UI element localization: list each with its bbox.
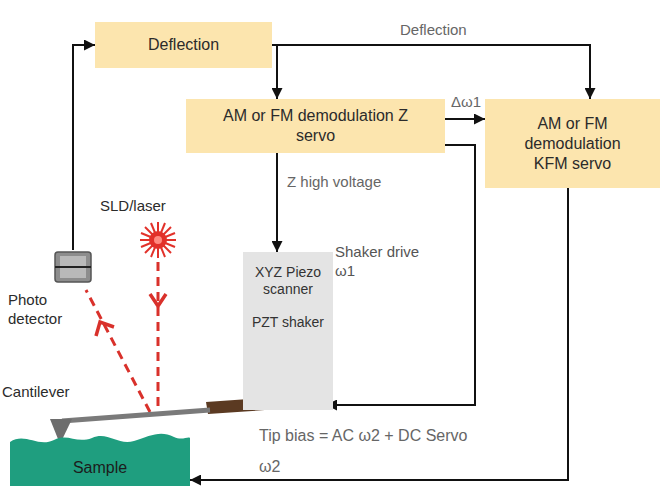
signal-label: Z high voltage [285,172,383,191]
laser-beam [86,262,166,412]
signal-label: Δω1 [449,92,483,111]
signal-arrow [272,45,590,99]
node-text: Deflection [148,35,219,55]
node-text: XYZ Piezo scanner [246,264,330,298]
node-text: Sample [73,458,127,478]
signal-arrow [445,118,485,120]
cantilever-beam [62,410,210,421]
component-label: Photo detector [8,290,78,328]
sample-surface [10,434,190,486]
node-text: AM or FM demodulation Z servo [223,106,408,146]
node-text: AM or FM demodulation KFM servo [513,114,633,174]
signal-arrow [272,45,277,99]
scanner-block: XYZ Piezo scannerPZT shaker [243,252,333,410]
sample-outline [10,428,190,486]
process-box: Deflection [95,22,272,68]
component-label: SLD/laser [100,196,166,215]
signal-arrow [276,153,278,252]
signal-label: Tip bias = AC ω2 + DC Servo ω2 [257,420,489,482]
sample-shape: Sample [10,428,190,486]
signal-wire [73,45,95,250]
component-label: Cantilever [2,382,70,401]
signal-label: Deflection [398,20,469,39]
process-box: AM or FM demodulation Z servo [186,99,445,153]
laser-source [140,222,176,258]
part-label: PZT shaker [252,314,324,331]
process-box: AM or FM demodulation KFM servo [485,99,660,188]
photodetector [55,252,91,282]
signal-label: Shaker drive ω1 [335,242,435,280]
